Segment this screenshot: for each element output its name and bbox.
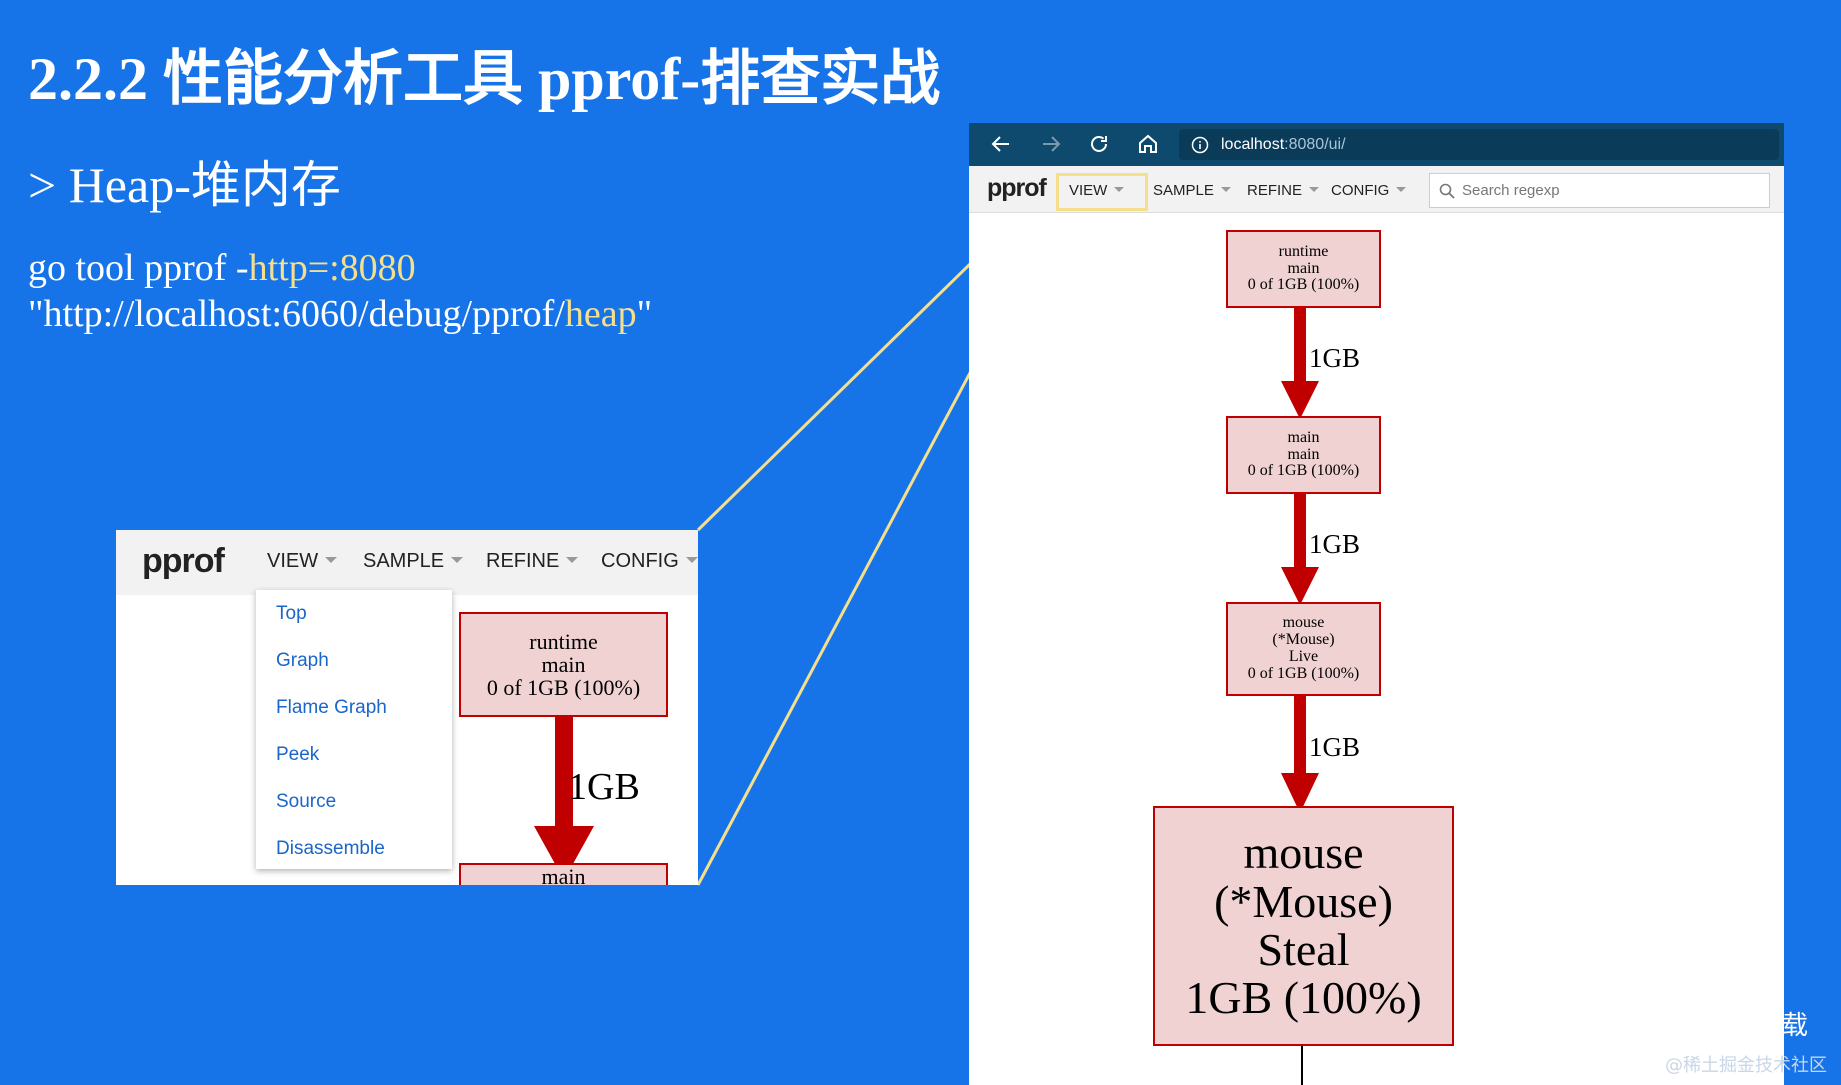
url-path: :8080/ui/: [1284, 136, 1346, 153]
menu-item-peek[interactable]: Peek: [276, 744, 320, 765]
browser-window: localhost:8080/ui/ pprof VIEW SAMPLE REF…: [969, 123, 1784, 1085]
search-input[interactable]: Search regexp: [1429, 173, 1770, 208]
menu-item-disassemble[interactable]: Disassemble: [276, 838, 385, 859]
chevron-down-icon: [451, 557, 464, 563]
view-dropdown-menu: Top Graph Flame Graph Peek Source Disass…: [256, 590, 452, 869]
inset-menu-sample-label: SAMPLE: [363, 550, 445, 572]
forward-icon[interactable]: [1039, 132, 1063, 156]
inset-menu-sample[interactable]: SAMPLE: [363, 550, 464, 573]
inset-edge-arrow: [534, 717, 594, 880]
node-line: main: [1287, 259, 1320, 277]
chevron-down-icon: [1396, 187, 1407, 192]
node-line: mouse: [1243, 827, 1364, 879]
menu-refine-label: REFINE: [1247, 182, 1303, 199]
command-text: go tool pprof -http=:8080 "http://localh…: [28, 245, 652, 337]
graph-node-main-main[interactable]: main main 0 of 1GB (100%): [1226, 416, 1381, 494]
node-line: runtime: [529, 628, 598, 654]
menu-config[interactable]: CONFIG: [1331, 182, 1407, 199]
side-text: 载: [1782, 1011, 1809, 1041]
node-line: runtime: [1278, 242, 1329, 260]
node-line: 0 of 1GB (100%): [1247, 462, 1360, 480]
search-icon: [1439, 183, 1455, 199]
command-line2-end: ": [636, 293, 653, 335]
command-line2: "http://localhost:6060/debug/pprof/: [28, 293, 565, 335]
menu-item-graph[interactable]: Graph: [276, 650, 329, 671]
menu-sample-label: SAMPLE: [1153, 182, 1214, 199]
slide-subtitle: > Heap-堆内存: [28, 157, 341, 213]
home-icon[interactable]: [1136, 132, 1160, 156]
menu-view-label: VIEW: [1069, 182, 1108, 199]
node-line: main: [1287, 428, 1320, 446]
node-line: Steal: [1257, 924, 1350, 975]
back-icon[interactable]: [989, 132, 1013, 156]
inset-edge-label: 1GB: [568, 766, 640, 808]
menu-item-source[interactable]: Source: [276, 791, 337, 812]
inset-node-runtime-main[interactable]: runtime main 0 of 1GB (100%): [459, 612, 668, 717]
reload-icon[interactable]: [1087, 132, 1111, 156]
chevron-down-icon: [1114, 187, 1125, 192]
inset-node-main[interactable]: main: [459, 863, 668, 885]
pprof-inset: pprof VIEW SAMPLE REFINE CONFIG runtime …: [116, 530, 698, 885]
command-line1: go tool pprof -: [28, 247, 249, 289]
edge-label: 1GB: [1309, 529, 1361, 559]
inset-menu-view[interactable]: VIEW: [267, 550, 338, 573]
node-line: 0 of 1GB (100%): [1247, 664, 1360, 682]
edge-label: 1GB: [1309, 343, 1361, 373]
view-menu-highlight: [1056, 173, 1148, 211]
inset-menu-config-label: CONFIG: [601, 550, 679, 572]
node-line: Live: [1288, 648, 1319, 665]
inset-menu-refine-label: REFINE: [486, 550, 560, 572]
node-line: (*Mouse): [1272, 631, 1335, 649]
menu-item-top[interactable]: Top: [276, 603, 307, 624]
menu-refine[interactable]: REFINE: [1247, 182, 1320, 199]
command-line2-highlight: heap: [564, 293, 637, 335]
inset-menu-view-label: VIEW: [267, 550, 319, 572]
command-line1-highlight: http=:8080: [248, 247, 416, 289]
node-line: 0 of 1GB (100%): [486, 675, 641, 701]
graph-node-mouse-steal[interactable]: mouse (*Mouse) Steal 1GB (100%): [1153, 806, 1454, 1046]
address-bar[interactable]: localhost:8080/ui/: [1179, 129, 1779, 160]
chevron-down-icon: [1309, 187, 1320, 192]
node-line: 0 of 1GB (100%): [1247, 276, 1360, 294]
graph-node-mouse-live[interactable]: mouse (*Mouse) Live 0 of 1GB (100%): [1226, 602, 1381, 696]
info-icon[interactable]: [1191, 136, 1209, 154]
inset-toolbar: [116, 530, 698, 595]
edge-label: 1GB: [1309, 732, 1361, 762]
call-graph-edges: [1281, 308, 1319, 1085]
inset-menu-config[interactable]: CONFIG: [601, 550, 698, 573]
chevron-down-icon: [566, 557, 579, 563]
node-line: (*Mouse): [1214, 875, 1393, 927]
slide-title: 2.2.2 性能分析工具 pprof-排查实战: [28, 46, 941, 112]
chevron-down-icon: [1220, 187, 1231, 192]
graph-node-runtime-main[interactable]: runtime main 0 of 1GB (100%): [1226, 230, 1381, 308]
node-line: main: [541, 651, 586, 677]
menu-view[interactable]: VIEW: [1069, 182, 1125, 199]
inset-logo: pprof: [142, 542, 225, 580]
chevron-down-icon: [325, 557, 338, 563]
url-host: localhost: [1221, 136, 1285, 153]
menu-config-label: CONFIG: [1331, 182, 1390, 199]
inset-menu-refine[interactable]: REFINE: [486, 550, 579, 573]
node-line: main: [1287, 445, 1320, 463]
browser-chrome: localhost:8080/ui/: [969, 123, 1784, 166]
chevron-down-icon: [685, 557, 698, 563]
watermark: @稀土掘金技术社区: [1665, 1055, 1827, 1076]
pprof-logo: pprof: [987, 174, 1047, 202]
search-placeholder: Search regexp: [1462, 182, 1560, 199]
menu-item-flame-graph[interactable]: Flame Graph: [276, 697, 387, 718]
menu-sample[interactable]: SAMPLE: [1153, 182, 1231, 199]
node-line: mouse: [1282, 614, 1325, 632]
node-line: 1GB (100%): [1185, 972, 1422, 1024]
node-line: main: [541, 864, 586, 885]
